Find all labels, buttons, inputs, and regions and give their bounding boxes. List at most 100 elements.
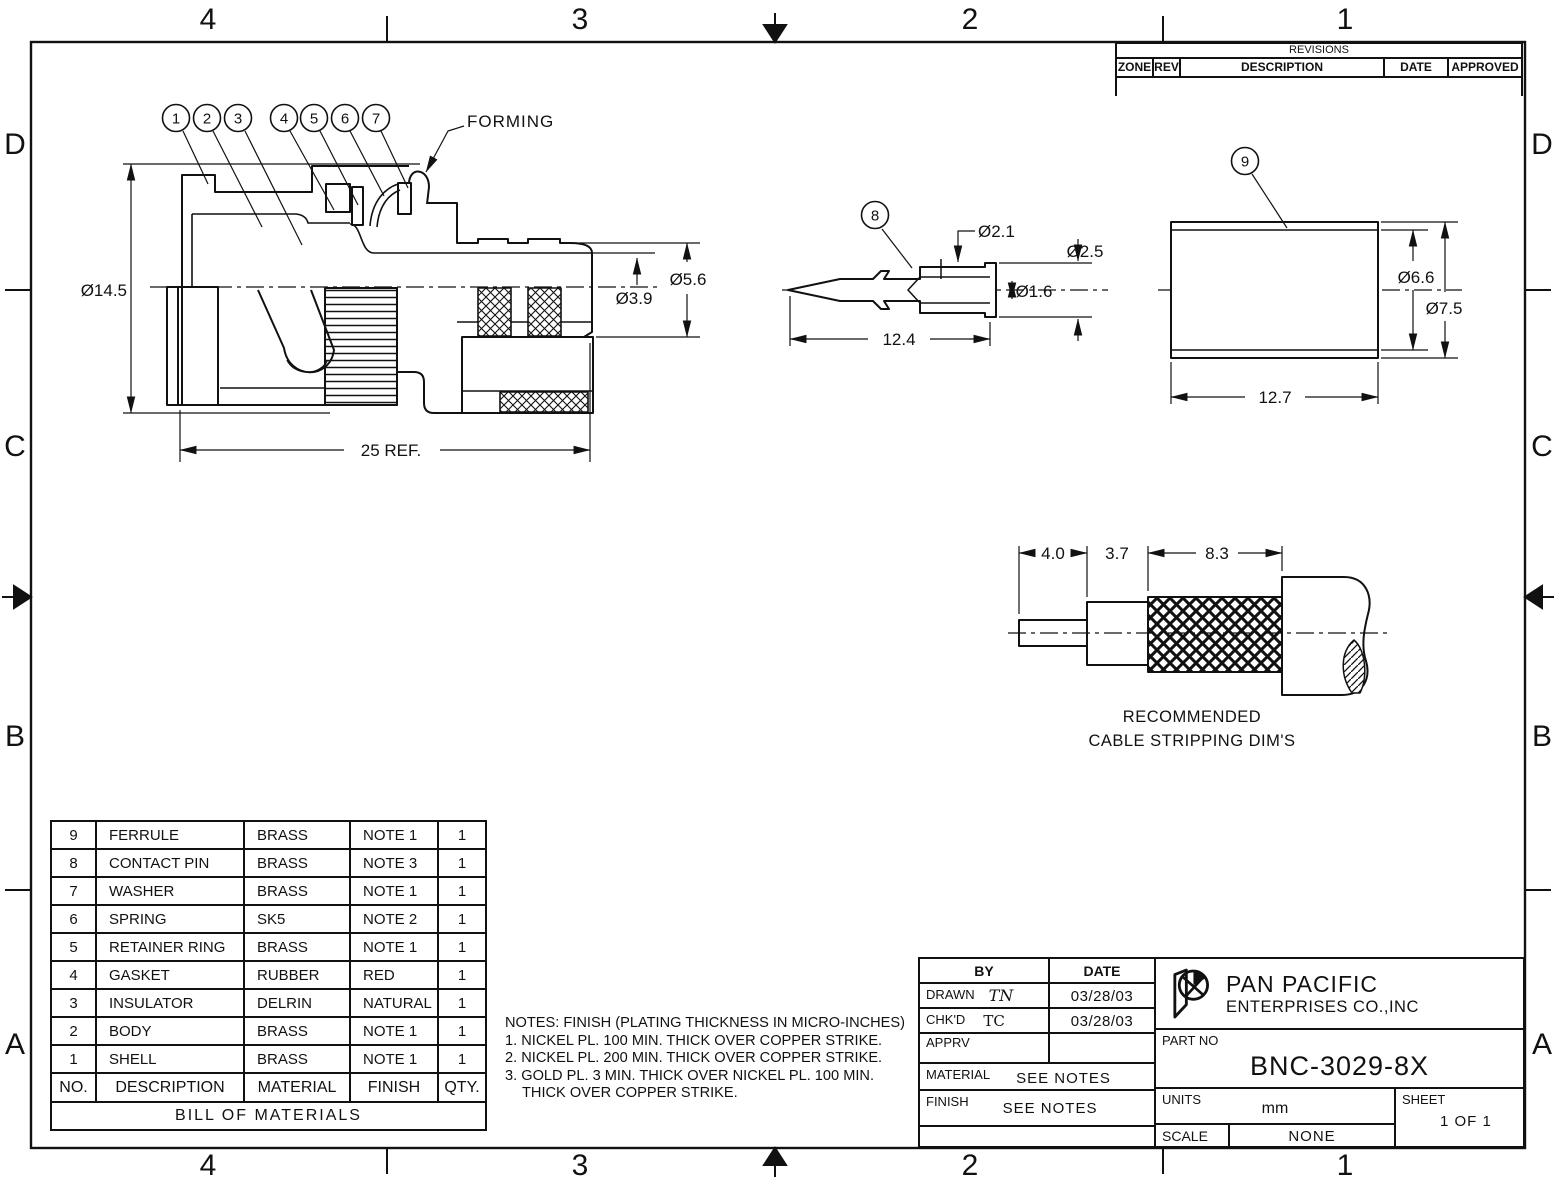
knurl-band-2: [527, 287, 562, 337]
note-line: THICK OVER COPPER STRIKE.: [522, 1085, 738, 1101]
zone-row-right-d: D: [1531, 128, 1553, 161]
finish-value: SEE NOTES: [1002, 1100, 1098, 1117]
bom-title: BILL OF MATERIALS: [175, 1107, 362, 1124]
retainer-ring-part: [351, 186, 364, 226]
dim-overall-length: 25 REF.: [179, 343, 591, 462]
cable-stripping-view: 4.0 3.7 8.3 RECOMMENDED CABLE STRIPPING …: [1008, 544, 1390, 750]
balloon-4: 4: [280, 111, 288, 128]
scale-value: NONE: [1288, 1128, 1336, 1145]
zone-row-right-a: A: [1531, 1028, 1552, 1061]
finish-notes: NOTES: FINISH (PLATING THICKNESS IN MICR…: [505, 1015, 913, 1103]
balloon-callouts: 1 2 3 4 5 6 7: [161, 103, 409, 246]
dim-braid: 8.3: [1205, 544, 1229, 563]
zone-row-right-b: B: [1531, 720, 1552, 753]
svg-text:Ø2.1: Ø2.1: [978, 222, 1015, 241]
date-label: DATE: [1083, 963, 1121, 979]
sheet-border: [2, 13, 1554, 1177]
finish-row: FINISH SEE NOTES: [920, 1091, 1154, 1127]
units-cell: UNITS mm: [1156, 1089, 1394, 1125]
svg-text:Ø5.6: Ø5.6: [670, 270, 707, 289]
dim-socket-od: Ø2.1: [953, 222, 1015, 263]
gasket-part: [325, 183, 351, 213]
zone-col-top-3: 3: [571, 3, 589, 36]
chkd-label: CHK'D: [926, 1012, 966, 1027]
drawn-label: DRAWN: [926, 987, 975, 1002]
revisions-col-zone: ZONE: [1117, 59, 1154, 76]
bayonet-slot: [257, 289, 335, 374]
svg-text:25 REF.: 25 REF.: [361, 441, 421, 460]
by-label: BY: [920, 959, 1050, 982]
revisions-title: REVISIONS: [1115, 42, 1523, 57]
titleblock-bydate-header: BY DATE: [920, 959, 1154, 984]
part-number-cell: PART NO BNC-3029-8X: [1156, 1030, 1523, 1089]
zone-row-left-a: A: [4, 1028, 25, 1061]
material-label: MATERIAL: [926, 1067, 991, 1082]
notes-header: NOTES: FINISH (PLATING THICKNESS IN MICR…: [505, 1015, 906, 1031]
chkd-signature: TC: [983, 1012, 1005, 1030]
scale-label: SCALE: [1156, 1125, 1230, 1146]
bom-row: 9 FERRULE BRASS NOTE 1 1: [52, 822, 485, 850]
body-knurl-band: [499, 391, 589, 413]
balloon-5: 5: [310, 111, 318, 128]
zone-row-left-b: B: [4, 720, 25, 753]
dim-strip-lengths: 4.0 3.7 8.3: [1018, 544, 1283, 614]
knurl-band-1: [477, 287, 512, 337]
dim-ferrule-id: Ø6.6: [1381, 229, 1435, 351]
balloon-2: 2: [203, 111, 211, 128]
spring-section: [324, 287, 398, 406]
spring-part: [369, 183, 401, 228]
bom-row: 3 INSULATOR DELRIN NATURAL 1: [52, 990, 485, 1018]
units-label: UNITS: [1162, 1092, 1201, 1107]
dim-spigot-od: Ø5.6: [570, 242, 707, 338]
svg-text:12.7: 12.7: [1258, 388, 1291, 407]
dim-shell-od: Ø14.5: [81, 163, 420, 414]
forming-label: FORMING: [467, 112, 554, 131]
bom-header-row: NO. DESCRIPTION MATERIAL FINISH QTY.: [52, 1074, 485, 1103]
drawn-signature: TN: [988, 986, 1014, 1005]
title-block: BY DATE DRAWN TN 03/28/03 CHK'D TC 03/28…: [918, 957, 1525, 1148]
balloon-3: 3: [234, 111, 242, 128]
bom-row: 8 CONTACT PIN BRASS NOTE 3 1: [52, 850, 485, 878]
finish-label: FINISH: [926, 1094, 969, 1109]
svg-text:Ø2.5: Ø2.5: [1067, 242, 1104, 261]
zone-col-top-1: 1: [1336, 3, 1354, 36]
chkd-date: 03/28/03: [1070, 1013, 1134, 1030]
zone-col-bottom-3: 3: [571, 1149, 589, 1182]
drawn-row: DRAWN TN 03/28/03: [920, 984, 1154, 1009]
balloon-9-callout: 9: [1230, 146, 1288, 229]
forming-callout: FORMING: [425, 112, 554, 173]
sheet-cell: SHEET 1 OF 1: [1396, 1089, 1523, 1146]
balloon-8: 8: [871, 208, 879, 225]
revisions-header-row: ZONE REV DESCRIPTION DATE APPROVED: [1115, 57, 1523, 78]
contact-pin-view: 8 Ø2.1 Ø2.5 Ø1.6: [782, 200, 1108, 349]
dim-bore: Ø3.9: [592, 252, 655, 308]
zone-col-top-2: 2: [961, 3, 979, 36]
scale-cell: SCALE NONE: [1156, 1125, 1394, 1146]
apprv-label: APPRV: [926, 1035, 970, 1050]
bom-row: 7 WASHER BRASS NOTE 1 1: [52, 878, 485, 906]
note-line: 3. GOLD PL. 3 MIN. THICK OVER NICKEL PL.…: [505, 1067, 875, 1084]
main-assembly-view: 1 2 3 4 5 6 7 FORMING Ø14.5: [81, 103, 707, 462]
company-name-line1: PAN PACIFIC: [1226, 970, 1378, 997]
balloon-7: 7: [372, 111, 380, 128]
cable-caption: RECOMMENDED CABLE STRIPPING DIM'S: [1088, 708, 1295, 750]
forming-tab: [408, 170, 430, 205]
balloon-8-callout: 8: [860, 200, 913, 269]
zone-col-bottom-1: 1: [1336, 1149, 1354, 1182]
company-name-line2: ENTERPRISES CO.,INC: [1226, 997, 1419, 1016]
blank-row: [920, 1127, 1154, 1146]
dim-flange-od: Ø2.5: [999, 239, 1103, 341]
revisions-col-description: DESCRIPTION: [1181, 59, 1385, 76]
balloon-1: 1: [172, 111, 180, 128]
bill-of-materials-table: 9 FERRULE BRASS NOTE 1 1 8 CONTACT PIN B…: [50, 820, 487, 1131]
svg-text:CABLE STRIPPING DIM'S: CABLE STRIPPING DIM'S: [1088, 732, 1295, 750]
center-mark-arrows: [2, 13, 1554, 1177]
revisions-empty-row: [1115, 78, 1523, 96]
revisions-col-date: DATE: [1385, 59, 1449, 76]
svg-text:Ø7.5: Ø7.5: [1426, 299, 1463, 318]
svg-text:Ø6.6: Ø6.6: [1398, 268, 1435, 287]
zone-row-right-c: C: [1531, 430, 1553, 463]
dim-ferrule-od: Ø7.5: [1381, 221, 1463, 359]
dim-dielectric: 3.7: [1105, 544, 1129, 563]
approved-row: APPRV: [920, 1034, 1154, 1064]
